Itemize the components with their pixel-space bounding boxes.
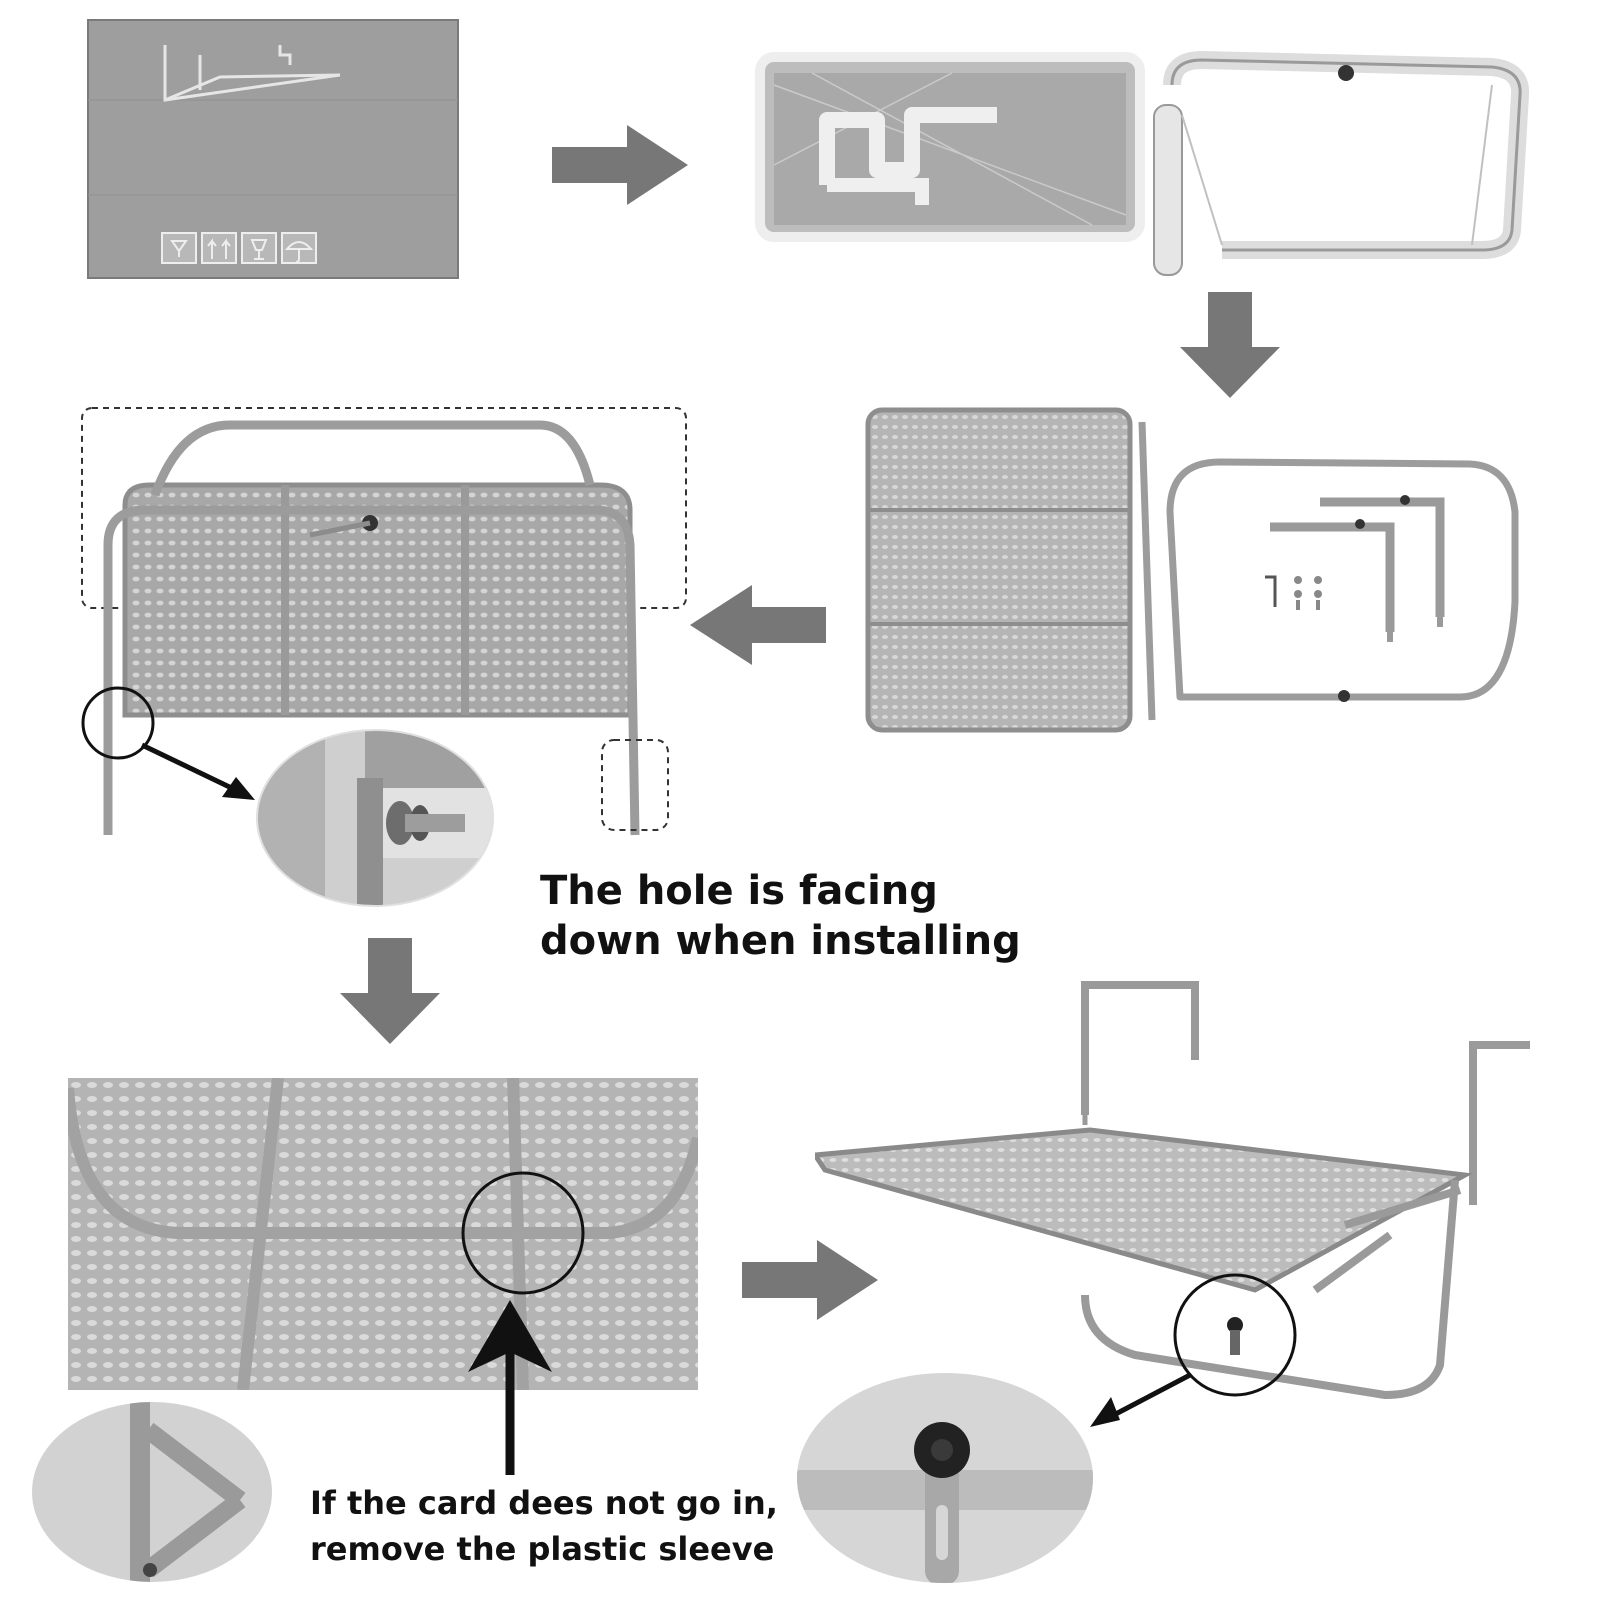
brace-detail <box>30 1400 275 1585</box>
balcony-hooks <box>1081 981 1530 1205</box>
step-box-panel <box>80 15 470 285</box>
caption-card-line-2: remove the plastic sleeve <box>310 1530 775 1568</box>
caption-card-line-1: If the card dees not go in, <box>310 1484 778 1522</box>
step-installed-panel <box>815 965 1530 1435</box>
installed-tabletop <box>815 1127 1474 1293</box>
arrow-down-2 <box>340 938 440 1048</box>
detail-circle-sleeve <box>461 1171 585 1295</box>
caption-card-sleeve: If the card dees not go in, remove the p… <box>310 1480 778 1572</box>
tabletop-flat <box>865 407 1133 733</box>
highlight-box-leg <box>601 739 669 831</box>
detail-circle-hinge <box>81 686 155 760</box>
caption-hole-line-1: The hole is facing <box>540 868 938 914</box>
knob-icon <box>1227 1317 1243 1355</box>
detail-circle-knob <box>1173 1273 1297 1397</box>
hinge-bolt-detail <box>255 728 495 908</box>
wrapped-frame <box>1153 50 1530 276</box>
box-table-illustration <box>163 45 341 102</box>
hanging-brackets <box>1270 497 1445 642</box>
fragile-icon <box>161 232 197 264</box>
caption-hole-facing: The hole is facing down when installing <box>540 866 1021 966</box>
callout-arrow-sleeve <box>460 1300 560 1475</box>
step-unpack-panel <box>752 45 1532 285</box>
arrow-right-2 <box>742 1240 882 1320</box>
step-closeup-panel <box>68 1078 698 1390</box>
arrow-left-1 <box>690 585 830 665</box>
glass-icon <box>241 232 277 264</box>
hardware-screws <box>1265 575 1322 610</box>
this-way-up-icon <box>201 232 237 264</box>
callout-arrow-hinge <box>140 742 255 800</box>
keep-dry-icon <box>281 232 317 264</box>
arrow-right-1 <box>552 125 692 205</box>
caption-hole-line-2: down when installing <box>540 918 1021 964</box>
step-attach-panel <box>70 405 690 925</box>
wrapped-tabletop <box>755 52 1145 242</box>
step-parts-panel <box>860 402 1540 742</box>
callout-arrow-knob <box>1090 1372 1192 1427</box>
highlight-box-frame <box>81 407 687 609</box>
arrow-down-1 <box>1180 292 1280 402</box>
table-underside <box>122 482 633 718</box>
folding-frame <box>1138 421 1519 721</box>
knob-detail <box>795 1370 1095 1585</box>
support-frame <box>1081 1179 1462 1399</box>
frame-tube <box>103 420 640 836</box>
